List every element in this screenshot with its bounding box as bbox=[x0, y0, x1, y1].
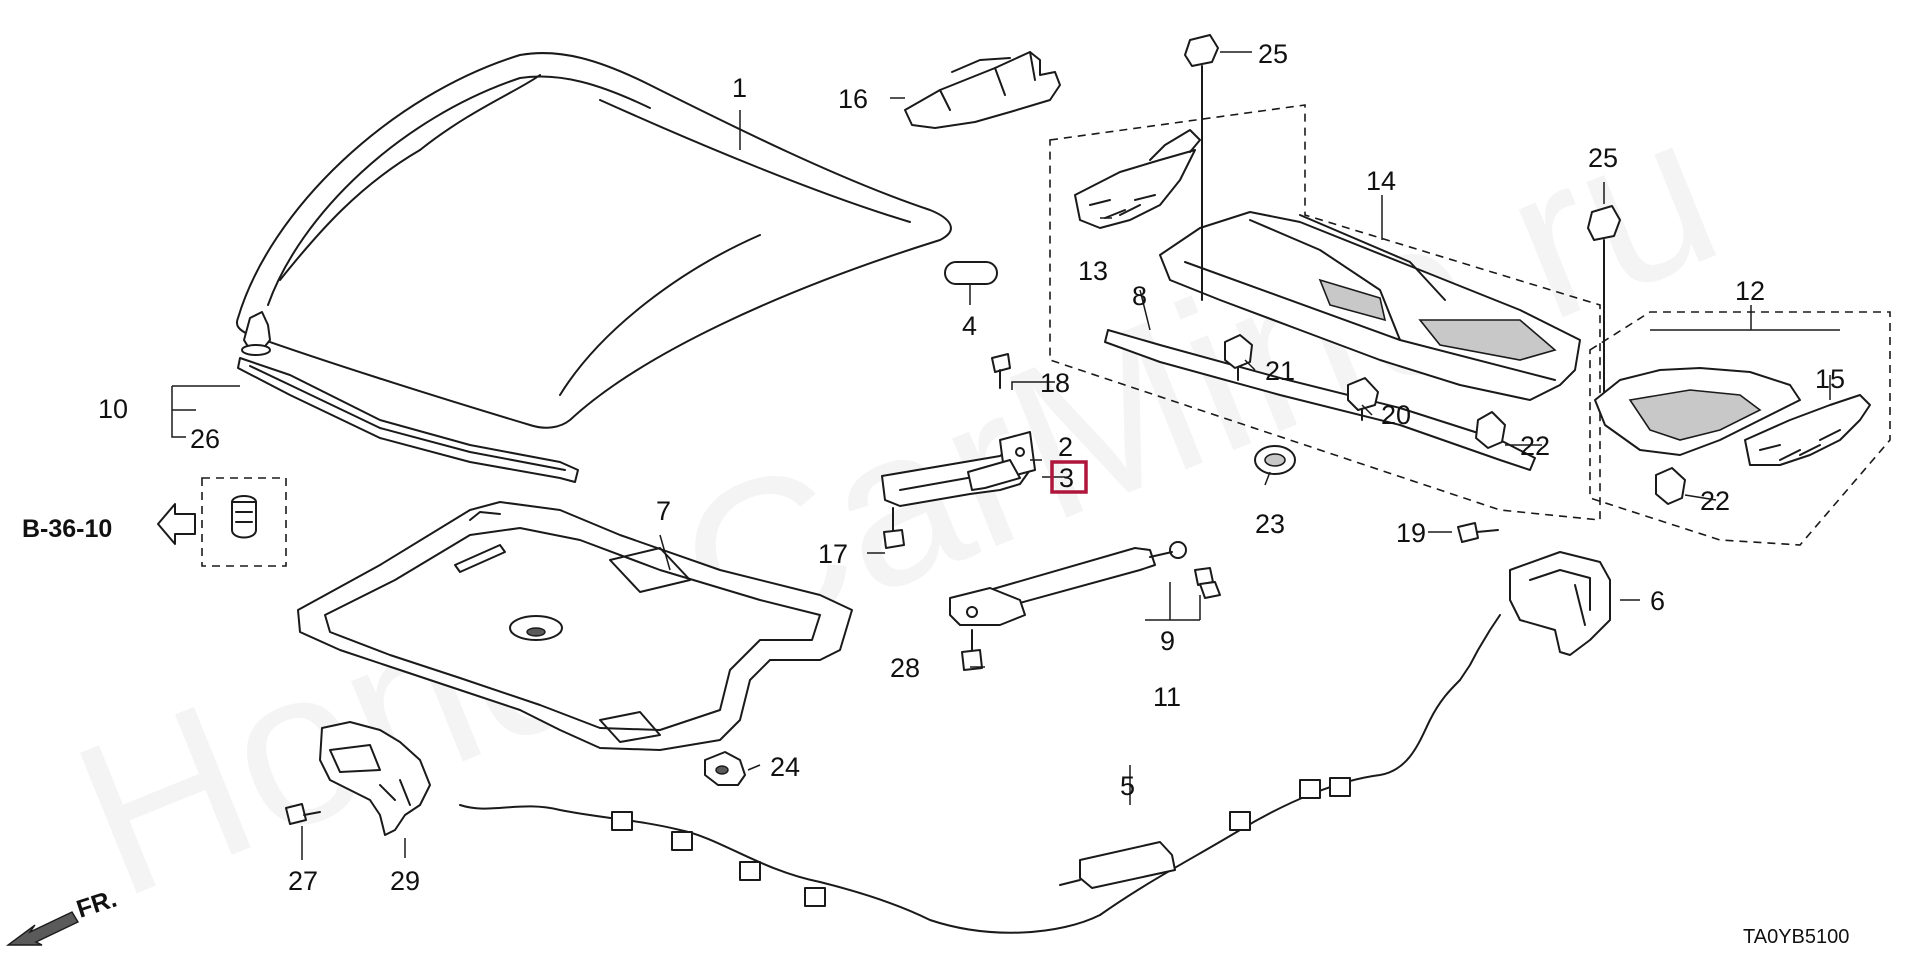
callout-25b[interactable]: 25 bbox=[1588, 143, 1618, 173]
callout-6[interactable]: 6 bbox=[1650, 586, 1665, 616]
cowl-part-15[interactable] bbox=[1744, 394, 1871, 466]
grommet-icon bbox=[231, 495, 257, 539]
callout-8[interactable]: 8 bbox=[1132, 281, 1147, 311]
callout-1[interactable]: 1 bbox=[732, 73, 747, 103]
seal-part-10[interactable] bbox=[237, 357, 579, 483]
callout-12[interactable]: 12 bbox=[1735, 276, 1765, 306]
leader-lines bbox=[171, 51, 1840, 860]
bolt-part-19[interactable] bbox=[1457, 522, 1499, 543]
callout-22a[interactable]: 22 bbox=[1520, 431, 1550, 461]
reference-arrow-icon bbox=[157, 503, 196, 545]
callout-3[interactable]: 3 bbox=[1059, 463, 1074, 493]
bolt-part-28[interactable] bbox=[961, 629, 983, 671]
diagram-code: TA0YB5100 bbox=[1743, 926, 1849, 948]
seal-part-8[interactable] bbox=[1104, 329, 1536, 471]
cable-part-5[interactable] bbox=[459, 614, 1501, 934]
callout-21[interactable]: 21 bbox=[1265, 356, 1295, 386]
callout-16[interactable]: 16 bbox=[838, 84, 868, 114]
latch-part-6[interactable] bbox=[1509, 551, 1611, 656]
callout-10[interactable]: 10 bbox=[98, 394, 128, 424]
bolt-part-18[interactable] bbox=[991, 353, 1011, 389]
grommet-part-23[interactable] bbox=[1254, 445, 1296, 475]
front-direction-label: FR. bbox=[73, 885, 120, 924]
clip-part-22b[interactable] bbox=[1655, 467, 1686, 505]
strut-part-9[interactable] bbox=[949, 541, 1187, 626]
clip-part-26[interactable] bbox=[241, 311, 271, 356]
callout-11[interactable]: 11 bbox=[1153, 682, 1181, 712]
hinge-part-2[interactable] bbox=[881, 431, 1036, 507]
insulator-part-7[interactable] bbox=[297, 501, 853, 751]
highlight-box bbox=[1050, 460, 1088, 494]
cowl-group-outline bbox=[1049, 104, 1601, 521]
cowl-side-group-outline bbox=[1589, 311, 1891, 546]
callout-22b[interactable]: 22 bbox=[1700, 486, 1730, 516]
callout-25a[interactable]: 25 bbox=[1258, 39, 1288, 69]
callout-14[interactable]: 14 bbox=[1366, 166, 1396, 196]
callout-27[interactable]: 27 bbox=[288, 866, 318, 896]
lever-part-29[interactable] bbox=[319, 721, 431, 836]
clip-part-24[interactable] bbox=[704, 751, 746, 786]
clip-part-25a[interactable] bbox=[1184, 34, 1219, 301]
cowl-side-part-12[interactable] bbox=[1594, 367, 1801, 456]
callout-13[interactable]: 13 bbox=[1078, 256, 1108, 286]
cowl-top-part-14[interactable] bbox=[1159, 211, 1581, 401]
bolt-part-27[interactable] bbox=[285, 803, 321, 825]
callout-17[interactable]: 17 bbox=[818, 539, 848, 569]
hood-part[interactable] bbox=[235, 52, 952, 429]
callout-labels: 1 16 4 10 26 7 18 2 3 17 9 11 28 8 13 14… bbox=[98, 39, 1845, 896]
callout-2[interactable]: 2 bbox=[1058, 432, 1073, 462]
callout-23[interactable]: 23 bbox=[1255, 509, 1285, 539]
callout-29[interactable]: 29 bbox=[390, 866, 420, 896]
callout-24[interactable]: 24 bbox=[770, 752, 800, 782]
bolt-part-17[interactable] bbox=[883, 507, 905, 549]
reference-label: B-36-10 bbox=[22, 515, 112, 543]
callout-15[interactable]: 15 bbox=[1815, 364, 1845, 394]
clip-part-22a[interactable] bbox=[1475, 411, 1506, 449]
callout-4[interactable]: 4 bbox=[962, 311, 977, 341]
callout-5[interactable]: 5 bbox=[1120, 771, 1135, 801]
cowl-part-13[interactable] bbox=[1074, 129, 1201, 229]
callout-7[interactable]: 7 bbox=[656, 496, 671, 526]
reference-b-36-10[interactable]: B-36-10 bbox=[22, 477, 287, 567]
front-arrow-icon bbox=[5, 911, 79, 946]
callout-28[interactable]: 28 bbox=[890, 653, 920, 683]
bracket-part-16[interactable] bbox=[904, 51, 1061, 129]
callout-20[interactable]: 20 bbox=[1381, 400, 1411, 430]
callout-19[interactable]: 19 bbox=[1396, 518, 1426, 548]
callout-26[interactable]: 26 bbox=[190, 424, 220, 454]
pad-part-4[interactable] bbox=[944, 261, 998, 285]
ball-stud-part-11[interactable] bbox=[1194, 567, 1221, 599]
front-direction-indicator: FR. bbox=[5, 885, 120, 946]
cable-clip-icon bbox=[611, 777, 1351, 907]
callout-18[interactable]: 18 bbox=[1040, 368, 1070, 398]
clip-part-20[interactable] bbox=[1347, 377, 1379, 421]
callout-9[interactable]: 9 bbox=[1160, 626, 1175, 656]
